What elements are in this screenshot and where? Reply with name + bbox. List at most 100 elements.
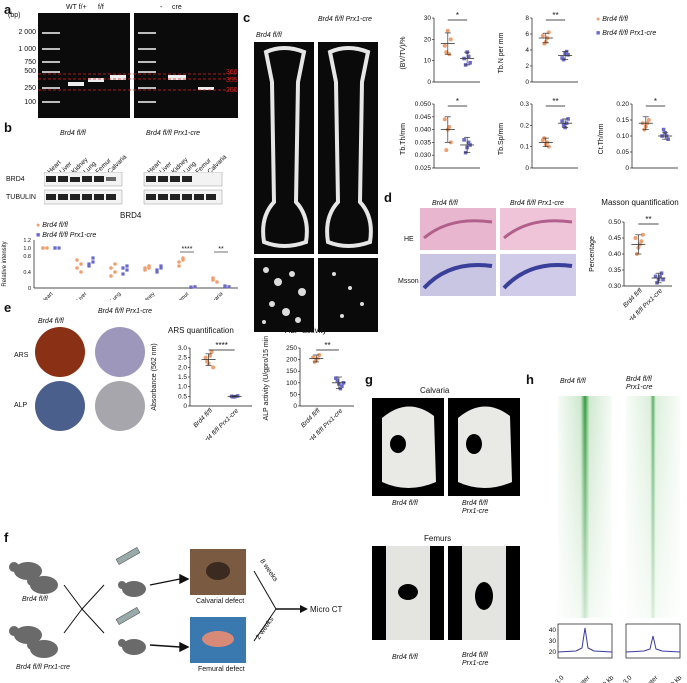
x-tick-label: Heart [41, 291, 55, 300]
ars-title: ARS quantification [168, 326, 234, 335]
data-point-cko [125, 268, 129, 272]
hist-col2: Brd4 fl/fl Prx1-cre [510, 200, 565, 207]
wf-mouse2: Brd4 fl/fl Prx1-cre [16, 664, 71, 671]
y-tick-label: 150 [286, 368, 297, 375]
data-point-control [79, 262, 83, 266]
ladder-2000: 2 000 [18, 29, 36, 36]
data-point-cko [466, 54, 471, 59]
brd4-plot-title: BRD4 [120, 211, 142, 220]
chip-heatmap: 40 30 20 -3.0 Center 3.0 kb -3.0 Center … [549, 396, 684, 683]
ladder-100: 100 [24, 99, 36, 106]
data-point-control [211, 365, 216, 370]
y-tick-label: 0.45 [608, 235, 621, 242]
panel-label-a: a [4, 2, 12, 17]
y-tick-label: 100 [286, 380, 297, 387]
panel-label-f: f [4, 530, 9, 545]
y-tick-label: 0.20 [616, 101, 629, 108]
stain-col2: Brd4 fl/fl Prx1-cre [98, 308, 153, 315]
y-tick-label: 0.045 [415, 114, 432, 121]
data-point-cko [125, 264, 129, 268]
heat-ytick-20: 20 [549, 649, 557, 656]
bone-legend-cko: ■ Brd4 fl/fl Prx1-cre [596, 30, 657, 37]
data-point-control [444, 50, 449, 55]
bone-plot-ylabel: (BV/TV)/% [400, 36, 407, 69]
y-tick-label: 1.0 [23, 246, 31, 252]
data-point-control [639, 239, 644, 244]
x-tick-label: Liver [76, 291, 89, 300]
panel-label-g: g [365, 372, 373, 387]
y-tick-label: 0 [293, 403, 297, 410]
panel-label-e: e [4, 300, 12, 315]
data-point-control [177, 264, 181, 268]
ct-col2-label: Brd4 fl/fl Prx1-cre [318, 16, 373, 23]
bone-plot-ylabel: Tb.Th/mm [400, 123, 407, 155]
data-point-control [109, 274, 113, 278]
hist-row-he: HE [404, 236, 414, 243]
data-point-cko [334, 376, 338, 380]
data-point-control [143, 268, 147, 272]
y-tick-label: 0.050 [415, 101, 432, 108]
sig-stars: * [654, 97, 657, 106]
x-tick-label: Brd4 fl/fl [300, 407, 322, 429]
data-point-control [448, 37, 453, 42]
sig-stars: **** [215, 341, 227, 350]
data-point-control [646, 118, 651, 122]
y-tick-label: 0.05 [616, 149, 629, 156]
data-point-control [445, 28, 450, 33]
data-point-cko [560, 119, 564, 123]
ladder-750: 750 [24, 59, 36, 66]
wf-mouse1: Brd4 fl/fl [22, 596, 48, 603]
gel-lane-cre: cre [172, 4, 182, 11]
sig-stars: ** [552, 11, 558, 20]
stain-row-ars: ARS [14, 352, 29, 359]
x-tick-label: Lung [110, 291, 123, 300]
data-point-cko [155, 270, 159, 274]
data-point-control [203, 355, 208, 360]
femur-defect-image [372, 546, 520, 640]
x-tick-label: Brd4 fl/fl [192, 407, 214, 429]
y-tick-label: 0.4 [23, 270, 31, 276]
bone-plot-ylabel: Tb.Sp/mm [498, 123, 505, 155]
wf-end: Micro CT [310, 605, 343, 614]
y-tick-label: 0.10 [616, 133, 629, 140]
data-point-control [447, 125, 452, 130]
gel-lane-wt: WT f/+ [66, 4, 87, 11]
band-366: 366 [226, 69, 238, 76]
protein-tubulin: TUBULIN [6, 194, 36, 201]
data-point-control [113, 270, 117, 274]
data-point-control [442, 117, 447, 122]
sig-stars: ** [645, 215, 651, 224]
data-point-control [45, 246, 49, 250]
sig-stars: * [456, 97, 459, 106]
band-250: 250 [226, 87, 238, 94]
data-point-control [317, 352, 322, 357]
data-point-control [181, 256, 185, 260]
y-tick-label: 0.30 [608, 283, 621, 290]
heat-xtick-left1: -3.0 [553, 674, 566, 683]
y-tick-label: 2.0 [178, 364, 187, 371]
data-point-cko [121, 266, 125, 270]
data-point-cko [87, 262, 91, 266]
data-point-cko [87, 264, 91, 268]
heat-xtick-right2: 3.0 kb [666, 674, 684, 683]
data-point-cko [653, 274, 658, 279]
band-355: 355 [226, 77, 238, 84]
heat-xtick-right1: 3.0 kb [598, 674, 616, 683]
data-point-control [75, 266, 79, 270]
panel-label-c: c [243, 10, 251, 25]
sig-stars: * [456, 11, 459, 20]
data-point-cko [566, 53, 570, 57]
alp-title: ALP activity [285, 326, 327, 335]
y-tick-label: 0.030 [415, 152, 432, 159]
data-point-cko [57, 246, 61, 250]
y-tick-label: 0 [525, 79, 529, 86]
data-point-control [444, 148, 449, 153]
heat-col1: Brd4 fl/fl [560, 378, 586, 385]
data-point-control [113, 262, 117, 266]
y-tick-label: 20 [424, 36, 432, 43]
data-point-cko [189, 285, 193, 289]
calvaria-lab1: Brd4 fl/fl [392, 500, 418, 507]
